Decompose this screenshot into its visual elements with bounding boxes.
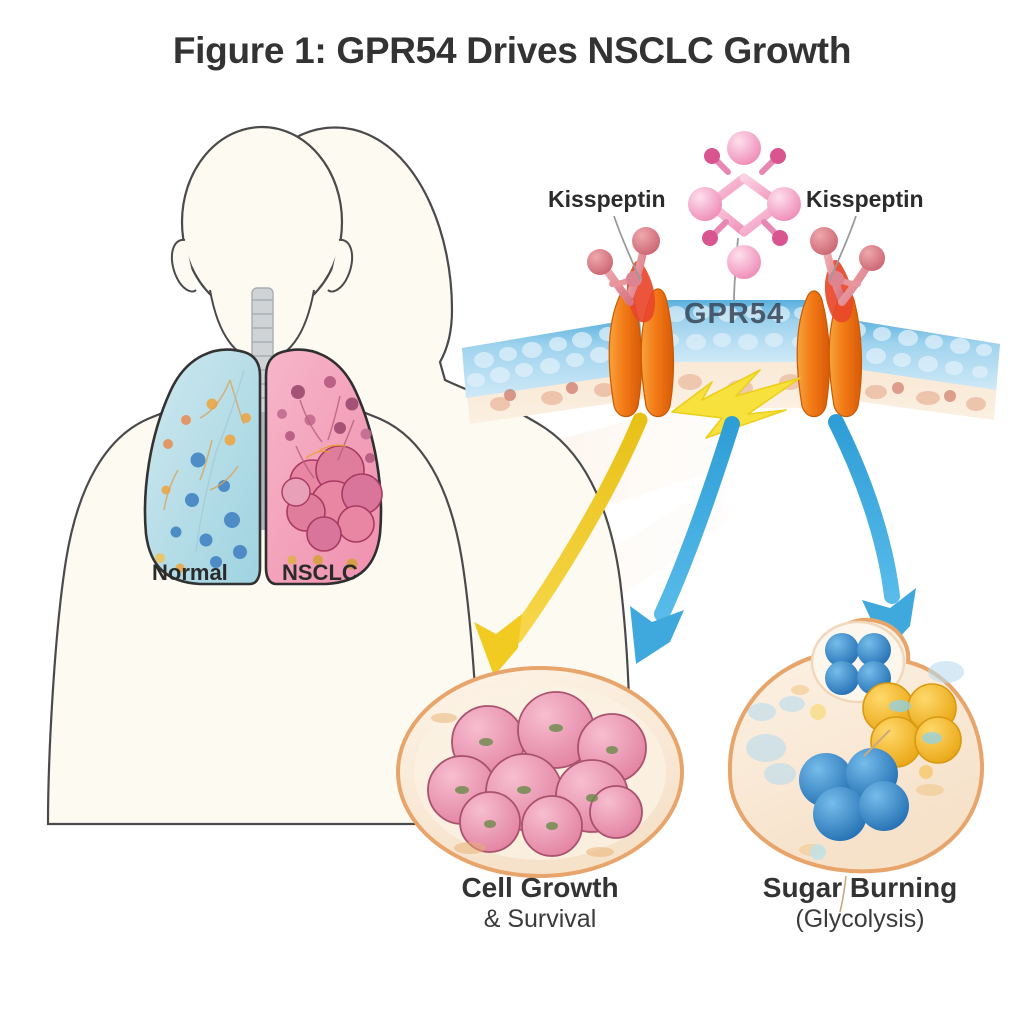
glucose-cluster (799, 748, 909, 841)
outcome-sugar-burning: Sugar Burning (Glycolysis) (700, 872, 1020, 934)
arrow-glycolysis (828, 414, 916, 652)
outcome-cell-growth: Cell Growth & Survival (380, 872, 700, 934)
page-title: Figure 1: GPR54 Drives NSCLC Growth (172, 30, 852, 71)
arrow-cell-growth (474, 412, 648, 676)
kisspeptin-ligand-left (587, 227, 660, 306)
outcome-cell-growth-subtitle: & Survival (483, 905, 597, 934)
kisspeptin-ligand-right (810, 227, 885, 306)
nsclc-lung-label: NSCLC (282, 560, 358, 585)
outcome-cell-growth-title: Cell Growth (461, 872, 619, 903)
cytoplasm-organelles (746, 661, 964, 785)
cell-growth-illustration (396, 666, 684, 878)
tumor-mass (281, 445, 383, 552)
kisspeptin-label-left: Kisspeptin (548, 186, 666, 212)
outcome-sugar-burning-subtitle: (Glycolysis) (795, 905, 925, 934)
atp-cluster (862, 682, 962, 768)
kisspeptin-molecule (688, 131, 801, 279)
signal-burst-icon (671, 369, 801, 439)
gpr54-receptor-label: GPR54 (684, 298, 785, 330)
glycolysis-cell-illustration (727, 617, 985, 913)
gpr54-receptor-right (796, 260, 863, 418)
normal-lung (143, 348, 262, 586)
outcome-sugar-burning-title: Sugar Burning (762, 872, 958, 903)
arrow-center-blue (630, 416, 740, 664)
nsclc-lung (264, 348, 383, 586)
membrane-right-segment (834, 318, 1000, 420)
membrane-center-segment (660, 300, 810, 408)
kisspeptin-label-right: Kisspeptin (806, 186, 924, 212)
normal-lung-label: Normal (152, 560, 228, 585)
